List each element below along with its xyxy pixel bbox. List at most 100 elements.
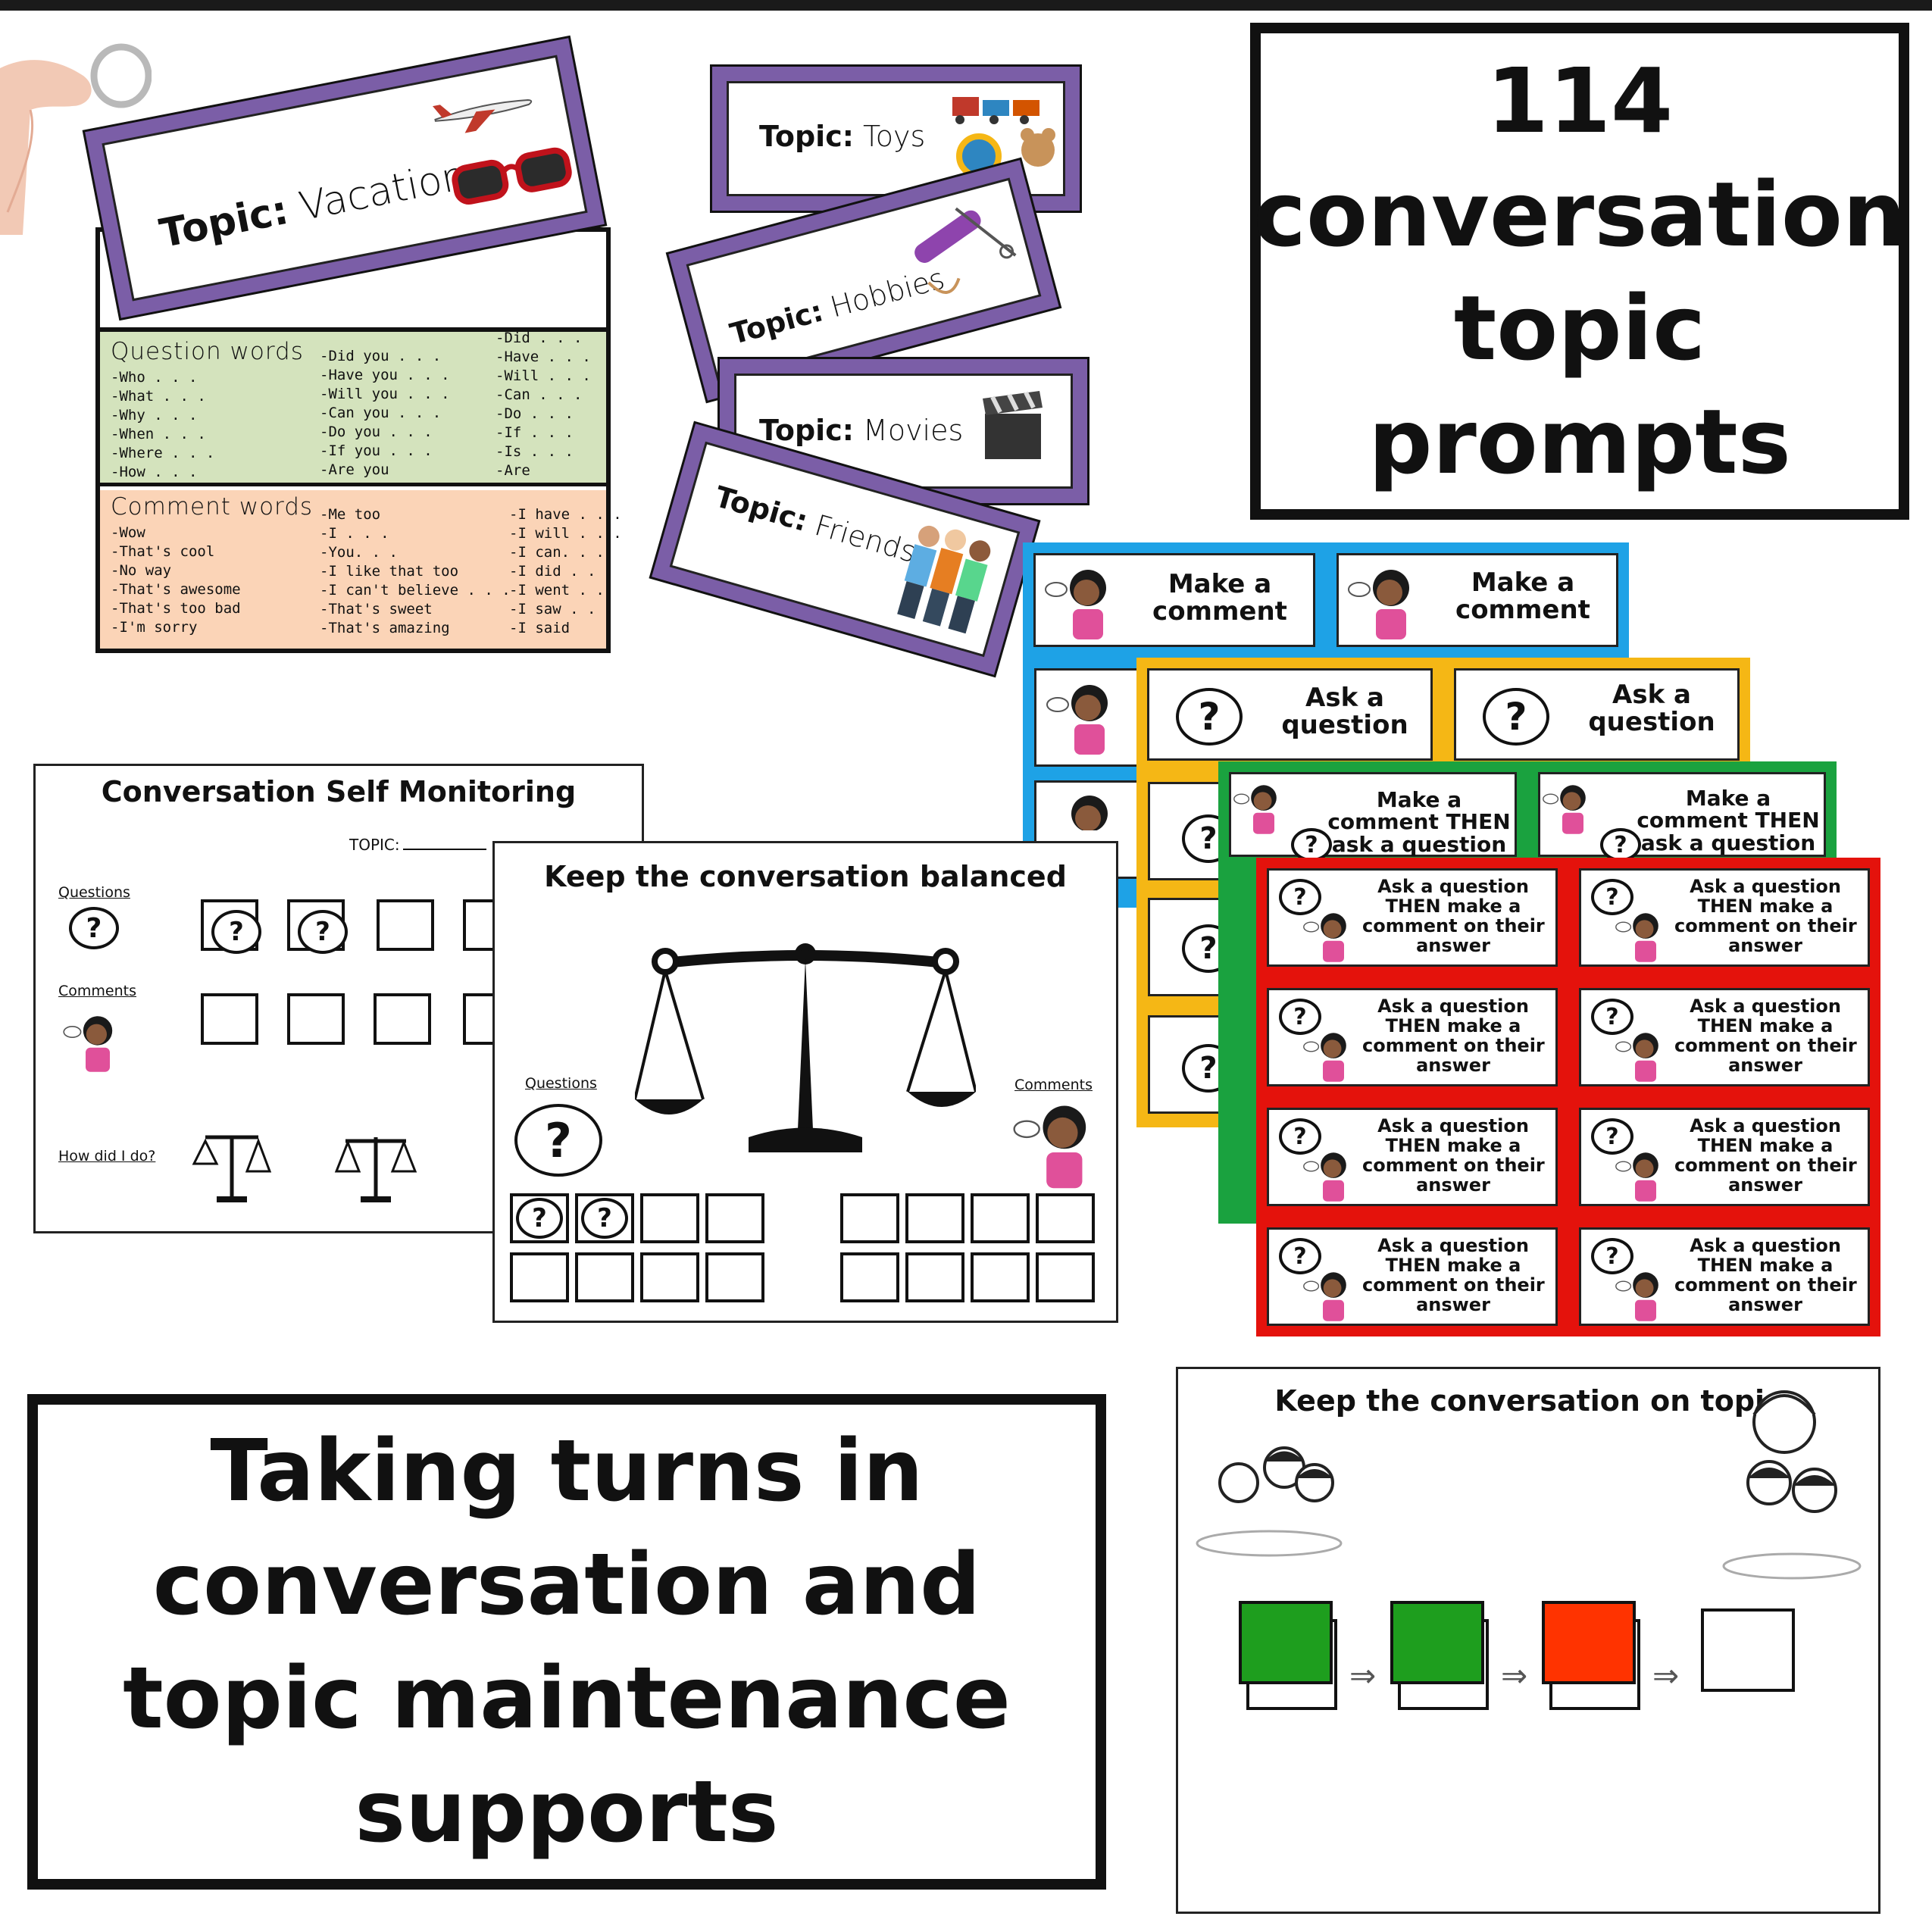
- ask-question-label: Ask a question: [1281, 683, 1408, 740]
- arrow-right-icon: ⇒: [1349, 1657, 1377, 1694]
- girl-talking-icon: [1615, 913, 1658, 962]
- topic-card-friends: Topic: Friends: [652, 424, 1038, 675]
- balanced-comments-label: Comments: [1014, 1077, 1093, 1093]
- flow-box: [1701, 1608, 1795, 1692]
- question-slot-empty: [575, 1252, 634, 1302]
- make-comment-label: Make a comment: [1152, 569, 1287, 627]
- question-bubble-icon: ?: [514, 1104, 602, 1177]
- scale-icon: [192, 1135, 272, 1202]
- girl-talking-icon: [1303, 913, 1346, 962]
- on-topic-sheet: Keep the conversation on topic ⇒⇒⇒: [1176, 1367, 1880, 1914]
- how-did-i-do-label: How did I do?: [58, 1148, 156, 1165]
- girl-talking-icon: [1543, 785, 1586, 834]
- comment-slot-empty: [905, 1252, 964, 1302]
- question-words-col3: -Did . . . -Have . . . -Will . . . -Can …: [496, 330, 591, 479]
- topic-card-vacation: Topic: Vacation: [85, 38, 605, 318]
- flow-box: [1542, 1601, 1636, 1684]
- question-slot-empty: [705, 1193, 764, 1243]
- headline-line-4: prompts: [1368, 389, 1791, 494]
- balance-scale-icon: [635, 943, 976, 1152]
- question-then-comment-label: Ask a question THEN make a comment on th…: [1362, 1235, 1545, 1315]
- clapperboard-icon: [983, 391, 1043, 459]
- girl-talking-icon: [1615, 1272, 1658, 1321]
- question-bubble-icon: ?: [298, 910, 348, 954]
- balanced-sheet: Keep the conversation balanced Questions…: [492, 841, 1118, 1323]
- girl-talking-icon: [63, 1016, 113, 1072]
- question-words-heading: Question words: [111, 338, 304, 365]
- question-bubble-icon: ?: [1591, 999, 1633, 1035]
- question-bubble-icon: ?: [1279, 1118, 1321, 1155]
- question-bubble-icon: ?: [69, 907, 119, 949]
- toys-icon: [952, 97, 1055, 179]
- comment-then-question-card-2: ? Make a comment THEN ask a question: [1527, 761, 1837, 868]
- topic-card-hobbies: Topic: Hobbies: [668, 160, 1059, 401]
- question-then-comment-card: ? Ask a question THEN make a comment on …: [1256, 1217, 1568, 1336]
- comment-words-col1: -Wow -That's cool -No way -That's awesom…: [111, 524, 241, 636]
- question-words-section: Question words -Who . . . -What . . . -W…: [100, 330, 606, 486]
- question-bubble-icon: ?: [1279, 999, 1321, 1035]
- question-then-comment-card: ? Ask a question THEN make a comment on …: [1256, 1097, 1568, 1217]
- question-words-col1: -Who . . . -What . . . -Why . . . -When …: [111, 369, 215, 480]
- question-slot-empty: [640, 1252, 699, 1302]
- sunglasses-icon: [452, 147, 572, 205]
- comment-then-question-label: Make a comment THEN ask a question: [1637, 786, 1820, 855]
- girl-talking-icon: [1071, 796, 1108, 830]
- comment-slot-filled: [287, 993, 345, 1045]
- kids-group-image: [1722, 1390, 1862, 1580]
- girl-talking-icon: [1046, 685, 1108, 755]
- question-then-comment-card: ? Ask a question THEN make a comment on …: [1256, 858, 1568, 977]
- top-border: [0, 0, 1932, 11]
- headline-line-1: 114: [1486, 48, 1674, 153]
- question-words-col2: -Did you . . . -Have you . . . -Will you…: [320, 348, 450, 478]
- question-then-comment-card: ? Ask a question THEN make a comment on …: [1568, 977, 1880, 1097]
- hand-holding-ring-image: [0, 43, 152, 235]
- comment-words-section: Comment words -Wow -That's cool -No way …: [100, 490, 622, 649]
- question-slot-empty: [377, 899, 434, 951]
- topic-card-toys-label: Topic: Toys: [759, 120, 926, 153]
- question-bubble-icon: ?: [1591, 1238, 1633, 1274]
- flow-box: [1239, 1601, 1333, 1684]
- question-then-comment-card: ? Ask a question THEN make a comment on …: [1256, 977, 1568, 1097]
- supports-line-4: supports: [355, 1763, 779, 1862]
- question-slot-empty: [705, 1252, 764, 1302]
- question-then-comment-label: Ask a question THEN make a comment on th…: [1674, 876, 1857, 956]
- supports-text: Taking turns in conversation and topic m…: [123, 1415, 1011, 1869]
- girl-talking-icon: [1303, 1152, 1346, 1202]
- airplane-icon: [433, 98, 533, 133]
- supports-line-2: conversation and: [152, 1536, 981, 1634]
- hobbies-icon: [914, 207, 1017, 294]
- balanced-questions-label: Questions: [525, 1075, 597, 1092]
- girl-talking-icon: [1615, 1152, 1658, 1202]
- question-then-comment-label: Ask a question THEN make a comment on th…: [1674, 1235, 1857, 1315]
- topic-card-vacation-label: Topic: Vacation: [156, 152, 470, 258]
- topic-field-label: TOPIC:: [349, 836, 400, 854]
- question-slot-empty: [640, 1193, 699, 1243]
- question-bubble-icon: ?: [211, 910, 261, 954]
- comment-slot-filled: [201, 993, 258, 1045]
- comment-slot-filled: [840, 1193, 899, 1243]
- comment-then-question-card-1: ? Make a comment THEN ask a question: [1218, 761, 1527, 868]
- girl-talking-icon: [1013, 1105, 1086, 1189]
- question-then-comment-card: ? Ask a question THEN make a comment on …: [1568, 858, 1880, 977]
- question-then-comment-card: ? Ask a question THEN make a comment on …: [1568, 1217, 1880, 1336]
- question-bubble-icon: ?: [1176, 688, 1243, 746]
- question-then-comment-label: Ask a question THEN make a comment on th…: [1362, 876, 1545, 956]
- question-bubble-icon: ?: [516, 1198, 563, 1239]
- question-bubble-icon: ?: [1279, 879, 1321, 915]
- question-then-comment-label: Ask a question THEN make a comment on th…: [1362, 1115, 1545, 1196]
- comment-slot-filled: [971, 1193, 1030, 1243]
- comment-words-col2: -Me too -I . . . -You. . . -I like that …: [320, 506, 511, 636]
- question-bubble-icon: ?: [1483, 688, 1549, 746]
- make-comment-label: Make a comment: [1455, 567, 1590, 625]
- questions-label: Questions: [58, 884, 130, 901]
- friends-icon: [897, 525, 991, 634]
- girl-talking-icon: [1303, 1033, 1346, 1082]
- question-then-comment-card: ? Ask a question THEN make a comment on …: [1568, 1097, 1880, 1217]
- question-slot-empty: [510, 1252, 569, 1302]
- topic-card-friends-label: Topic: Friends: [711, 480, 921, 569]
- self-monitoring-title: Conversation Self Monitoring: [101, 775, 577, 808]
- arrow-right-icon: ⇒: [1652, 1657, 1680, 1694]
- question-then-comment-label: Ask a question THEN make a comment on th…: [1674, 1115, 1857, 1196]
- girl-talking-icon: [1348, 570, 1409, 639]
- girl-talking-icon: [1303, 1272, 1346, 1321]
